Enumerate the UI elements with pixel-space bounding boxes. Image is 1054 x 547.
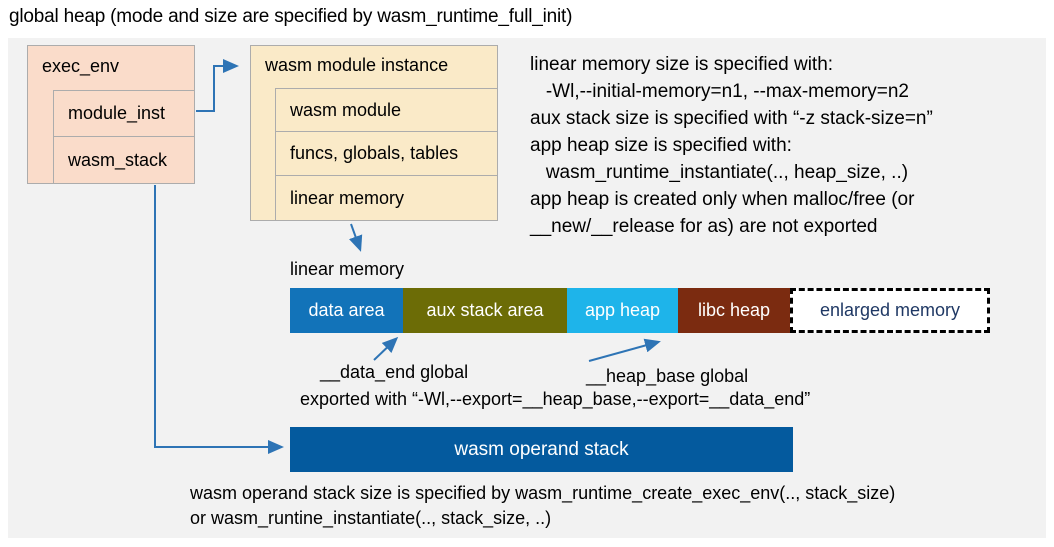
segment-enlarged-memory: enlarged memory [790, 288, 990, 333]
note-line: linear memory size is specified with: [530, 54, 834, 75]
footer-line: or wasm_runtine_instantiate(.., stack_si… [190, 508, 552, 528]
heap-base-global-label: __heap_base global [586, 366, 749, 386]
exec-env-row-wasm-stack: wasm_stack [53, 136, 195, 184]
exec-env-title: exec_env [42, 56, 120, 76]
instance-row-funcs-globals-tables: funcs, globals, tables [275, 131, 498, 176]
data-end-global-label: __data_end global [320, 362, 469, 382]
note-line: aux stack size is specified with “-z sta… [530, 108, 933, 129]
segment-app-heap: app heap [567, 288, 678, 333]
diagram-title: global heap (mode and size are specified… [9, 6, 573, 27]
footer-line: wasm operand stack size is specified by … [190, 483, 896, 503]
segment-data-area: data area [290, 288, 403, 333]
linear-memory-label: linear memory [290, 259, 405, 279]
wasm-module-instance-title: wasm module instance [265, 55, 449, 75]
note-line: __new/__release for as) are not exported [530, 216, 878, 237]
export-flags-line: exported with “-Wl,--export=__heap_base,… [300, 389, 811, 409]
exec-env-row-module-inst: module_inst [53, 90, 195, 137]
wasm-operand-stack-bar: wasm operand stack [290, 427, 793, 472]
linker-notes: linear memory size is specified with: -W… [530, 51, 933, 240]
note-line: -Wl,--initial-memory=n1, --max-memory=n2 [530, 81, 909, 102]
segment-libc-heap: libc heap [678, 288, 790, 333]
instance-row-wasm-module: wasm module [275, 88, 498, 132]
note-line: wasm_runtime_instantiate(.., heap_size, … [530, 162, 909, 183]
note-line: app heap is created only when malloc/fre… [530, 189, 915, 210]
note-line: app heap size is specified with: [530, 135, 792, 156]
segment-aux-stack-area: aux stack area [403, 288, 567, 333]
instance-row-linear-memory: linear memory [275, 175, 498, 221]
operand-stack-notes: wasm operand stack size is specified by … [190, 481, 895, 531]
